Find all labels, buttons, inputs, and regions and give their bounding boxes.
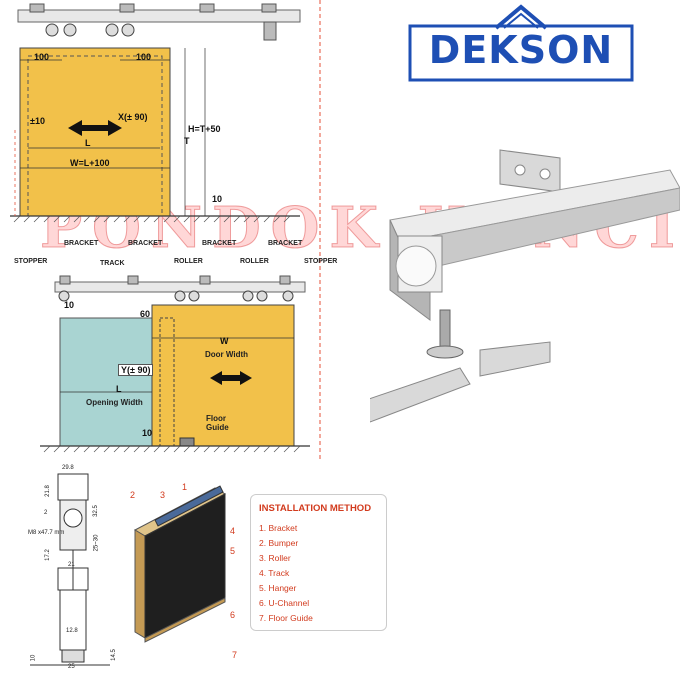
door-panel-3d bbox=[133, 485, 227, 643]
dim-10-profile: 10 bbox=[30, 654, 37, 662]
installation-title: INSTALLATION METHOD bbox=[259, 503, 372, 514]
callout-5: 5 bbox=[230, 546, 236, 556]
dim-21: 21 bbox=[68, 562, 75, 568]
label-floor-guide: Floor Guide bbox=[206, 414, 229, 432]
install-item-bracket: 1. Bracket bbox=[259, 523, 298, 533]
dim-W-mid: W bbox=[220, 336, 229, 346]
installation-method-box: INSTALLATION METHOD 1. Bracket 2. Bumper… bbox=[250, 494, 387, 631]
dim-14-5: 14.5 bbox=[110, 649, 117, 661]
dim-pm10: ±10 bbox=[30, 116, 45, 126]
install-item-hanger: 5. Hanger bbox=[259, 583, 297, 593]
dim-W-top: W=L+100 bbox=[70, 158, 110, 168]
rail-illustration bbox=[370, 149, 680, 423]
dim-60: 60 bbox=[140, 309, 151, 319]
callout-4: 4 bbox=[230, 526, 236, 536]
dim-100-right: 100 bbox=[136, 52, 152, 62]
dim-25: 25 bbox=[68, 664, 75, 670]
label-track: TRACK bbox=[100, 260, 125, 267]
install-item-u-channel: 6. U-Channel bbox=[259, 598, 310, 608]
label-bracket-1: BRACKET bbox=[64, 240, 99, 247]
label-opening-width: Opening Width bbox=[86, 398, 143, 407]
dim-L-top: L bbox=[85, 138, 91, 148]
dim-10-floor: 10 bbox=[142, 428, 153, 438]
top-door-diagram bbox=[10, 0, 321, 460]
callout-2: 2 bbox=[130, 490, 136, 500]
dim-10-mid: 10 bbox=[64, 300, 75, 310]
label-stopper-left: STOPPER bbox=[14, 258, 48, 265]
dim-17-2: 17.2 bbox=[44, 549, 51, 561]
dim-x: X(± 90) bbox=[118, 112, 148, 122]
dekson-logo bbox=[408, 4, 634, 82]
dim-m8: M8 x47.7 mm bbox=[28, 530, 65, 536]
install-item-track: 4. Track bbox=[259, 568, 290, 578]
label-bracket-2: BRACKET bbox=[128, 240, 163, 247]
callout-7: 7 bbox=[232, 650, 238, 660]
dim-32-5: 32.5 bbox=[92, 505, 99, 517]
callout-3: 3 bbox=[160, 490, 166, 500]
label-roller-2: ROLLER bbox=[240, 258, 269, 265]
dim-10-top: 10 bbox=[212, 194, 223, 204]
label-door-width: Door Width bbox=[205, 350, 249, 359]
dim-12-8: 12.8 bbox=[66, 628, 78, 634]
dim-H: H=T+50 bbox=[188, 124, 221, 134]
logo-text: DEKSON bbox=[428, 28, 614, 72]
dim-T: T bbox=[184, 136, 190, 146]
label-stopper-right: STOPPER bbox=[304, 258, 338, 265]
label-roller-1: ROLLER bbox=[174, 258, 203, 265]
install-item-floor-guide: 7. Floor Guide bbox=[259, 613, 313, 623]
callout-1: 1 bbox=[182, 482, 188, 492]
install-item-bumper: 2. Bumper bbox=[259, 538, 299, 548]
dim-2: 2 bbox=[44, 510, 48, 516]
dim-Y: Y(± 90) bbox=[118, 364, 154, 376]
dim-100-left: 100 bbox=[34, 52, 50, 62]
dim-25-30: 25~30 bbox=[93, 534, 100, 552]
dim-29-8: 29.8 bbox=[62, 465, 74, 471]
install-item-roller: 3. Roller bbox=[259, 553, 291, 563]
profile-drawing bbox=[30, 473, 110, 666]
dim-L-mid: L bbox=[116, 384, 122, 394]
label-bracket-3: BRACKET bbox=[202, 240, 237, 247]
dim-21-8: 21.8 bbox=[44, 485, 51, 497]
label-bracket-4: BRACKET bbox=[268, 240, 303, 247]
callout-6: 6 bbox=[230, 610, 236, 620]
